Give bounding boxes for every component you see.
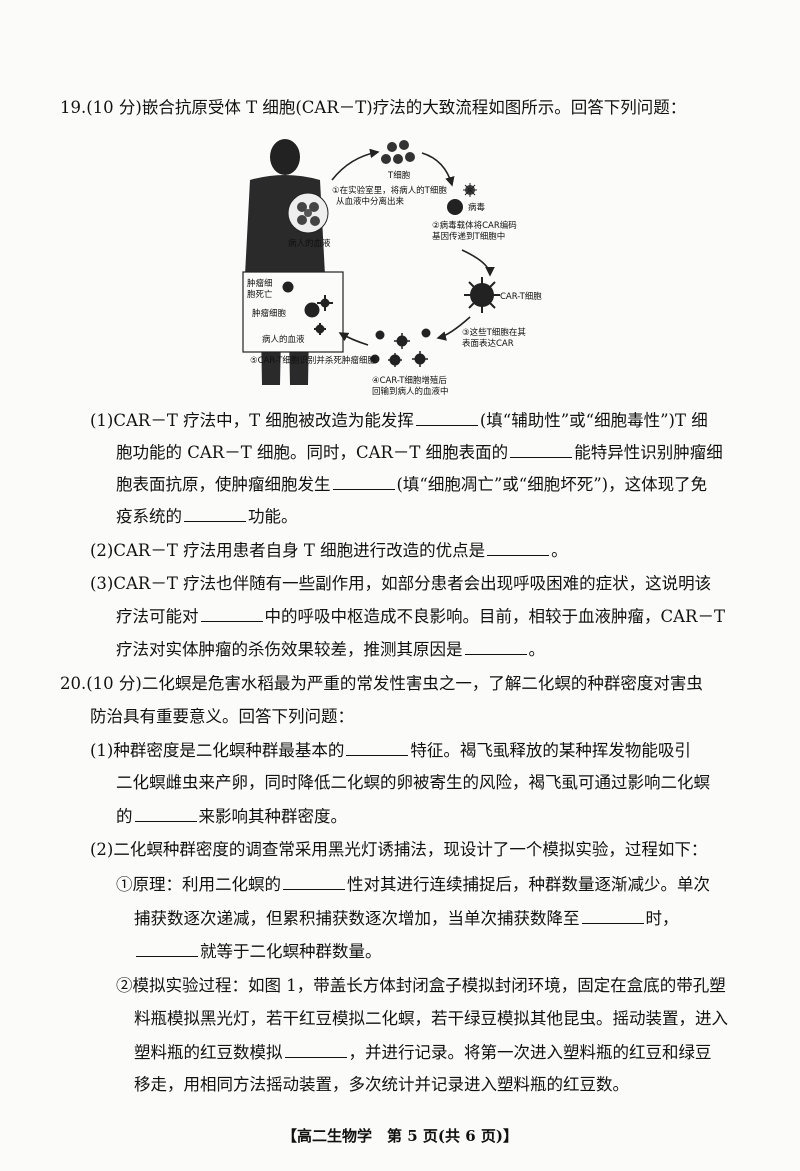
t-cell-label: T细胞 (387, 170, 411, 181)
page-footer: 【高二生物学 第 5 页(共 6 页)】 (282, 1127, 518, 1145)
answer-blank[interactable] (415, 409, 478, 426)
q19-p2: (2)CAR－T 疗法用患者自身 T 细胞进行改造的优点是。 (90, 539, 568, 560)
car-t-label: CAR-T细胞 (500, 291, 542, 302)
q19-p1-line1: (1)CAR－T 疗法中，T 细胞被改造为能发挥(填“辅助性”或“细胞毒性”)T… (90, 409, 708, 430)
q20-p2-item1-line1: ①原理：利用二化螟的性对其进行连续捕捉后，种群数量逐渐减少。单次 (116, 873, 710, 894)
car-t-cell-icon (464, 277, 500, 313)
patient-blood-label: 病人的血液 (288, 238, 331, 249)
q20-p2-item2-line4: 移走，用相同方法摇动装置，多次统计并记录进入塑料瓶的红豆数。 (134, 1075, 629, 1094)
q19-p1-line3: 胞表面抗原，使肿瘤细胞发生(填“细胞凋亡”或“细胞坏死”)，这体现了免 (116, 473, 708, 494)
step3-line2: 表面表达CAR (462, 338, 514, 349)
q20-p2-item2-line3: 塑料瓶的红豆数模拟，并进行记录。将第一次进入塑料瓶的红豆和绿豆 (134, 1041, 712, 1062)
q20-p2-item2-line2: 料瓶模拟黑光灯，若干红豆模拟二化螟，若干绿豆模拟其他昆虫。摇动装置，进入 (134, 1009, 728, 1028)
q19-p1-line4: 疫系统的功能。 (116, 505, 298, 526)
virus-icon (447, 183, 477, 215)
tumor-cells-icon (282, 281, 333, 335)
tumor-dead-line1: 肿瘤细 (247, 278, 273, 289)
q19-p3-line2: 疗法可能对中的呼吸中枢造成不良影响。目前，相较于血液肿瘤，CAR－T (116, 605, 725, 626)
tumor-box (242, 271, 344, 353)
q20-p2-item1-line3: 就等于二化螟种群数量。 (134, 940, 382, 963)
answer-blank[interactable] (510, 441, 573, 458)
step1-line2: 从血液中分离出来 (336, 196, 405, 207)
q20-p1-line1: (1)种群密度是二化螟种群最基本的特征。褐飞虱释放的某种挥发物能吸引 (90, 739, 691, 760)
q20-p1-line3: 的来影响其种群密度。 (116, 805, 347, 826)
answer-blank[interactable] (184, 505, 246, 522)
answer-blank[interactable] (284, 1041, 347, 1058)
step4-line1: ④CAR-T细胞增殖后 (372, 375, 447, 386)
step2-line1: ②病毒载体将CAR编码 (432, 220, 517, 231)
q19-p1-line2: 胞功能的 CAR－T 细胞。同时，CAR－T 细胞表面的能特异性识别肿瘤细 (116, 441, 723, 462)
tumor-dead-line2: 胞死亡 (247, 289, 273, 300)
car-t-cells-expanded (370, 328, 431, 367)
t-cell-cluster (381, 140, 415, 164)
answer-blank[interactable] (487, 539, 550, 556)
answer-blank[interactable] (464, 638, 527, 655)
answer-blank[interactable] (346, 739, 409, 756)
q20-p1-line2: 二化螟雌虫来产卵，同时降低二化螟的卵被寄生的风险，褐飞虱可通过影响二化螟 (116, 773, 710, 792)
car-t-flow-diagram: 病人的血液 T细胞 ①在实验室里，将病人的T细胞 从血液中分离出来 病毒 ②病毒… (242, 139, 542, 395)
answer-blank[interactable] (283, 873, 345, 890)
q20-p2-item1-line2: 捕获数逐次递减，但累积捕获数逐次增加，当单次捕获数降至时， (134, 907, 679, 928)
answer-blank[interactable] (332, 473, 395, 490)
q20-stem-line2: 防治具有重要意义。回答下列问题： (90, 707, 354, 726)
answer-blank[interactable] (134, 805, 197, 822)
q19-p3-line3: 疗法对实体肿瘤的杀伤效果较差，推测其原因是。 (116, 638, 545, 659)
q20-p2-item2-line1: ②模拟实验过程：如图 1，带盖长方体封闭盒子模拟封闭环境，固定在盒底的带孔塑 (116, 976, 726, 995)
answer-blank[interactable] (581, 907, 644, 924)
flow-arrows (331, 148, 495, 346)
q20-stem-line1: 20.(10 分)二化螟是危害水稻最为严重的常发性害虫之一，了解二化螟的种群密度… (60, 674, 703, 693)
q19-p3-line1: (3)CAR－T 疗法也伴随有一些副作用，如部分患者会出现呼吸困难的症状，这说明… (90, 574, 712, 593)
step4-line2: 回输到病人的血液中 (372, 386, 449, 395)
step5-label: ⑤CAR-T细胞识别并杀死肿瘤细胞 (250, 355, 376, 366)
answer-blank[interactable] (200, 605, 263, 622)
tumor-box-blood-label: 病人的血液 (262, 334, 305, 345)
q20-p2-intro: (2)二化螟种群密度的调查常采用黑光灯诱捕法，现设计了一个模拟实验，过程如下： (90, 840, 708, 859)
step2-line2: 基因传递到T细胞中 (432, 231, 505, 242)
step3-line1: ③这些T细胞在其 (462, 327, 526, 338)
answer-blank[interactable] (136, 940, 198, 957)
step1-line1: ①在实验室里，将病人的T细胞 (332, 185, 447, 196)
tumor-cell-label: 肿瘤细胞 (252, 308, 287, 319)
virus-label: 病毒 (468, 202, 486, 213)
q19-stem: 19.(10 分)嵌合抗原受体 T 细胞(CAR－T)疗法的大致流程如图所示。回… (60, 98, 687, 117)
